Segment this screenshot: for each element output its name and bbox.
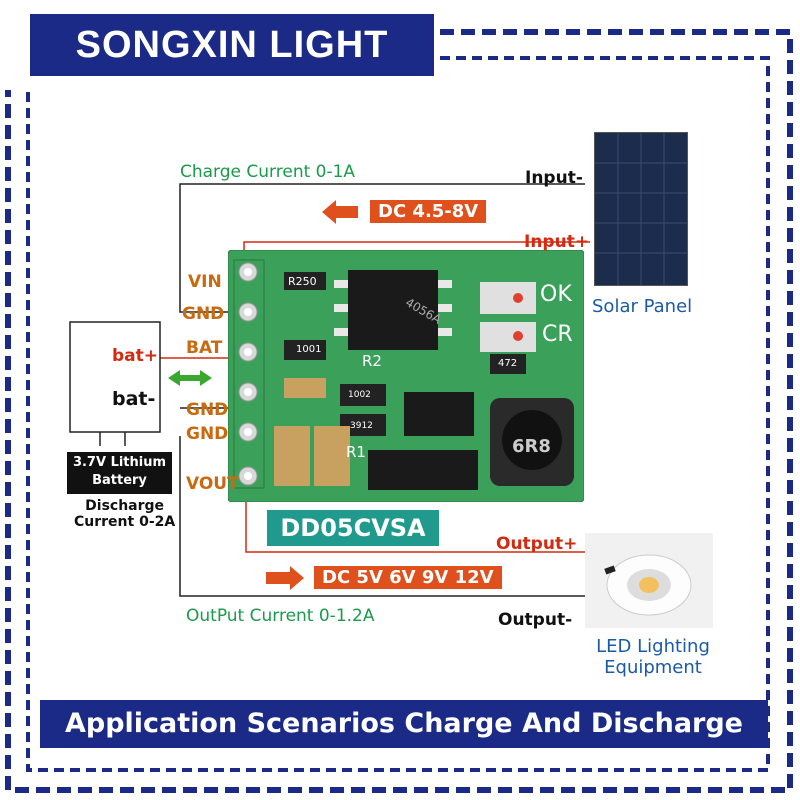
pin-gnd-label-2: GND xyxy=(186,400,228,420)
left-arrow-icon xyxy=(322,200,358,224)
led-label-line2: Equipment xyxy=(592,657,714,678)
pcb-label-1002: 1002 xyxy=(348,390,371,400)
battery-label-line1: 3.7V Lithium xyxy=(67,454,172,472)
pcb-label-6r8: 6R8 xyxy=(512,436,551,457)
footer-title: Application Scenarios Charge And Dischar… xyxy=(40,700,768,748)
pcb-label-ok: OK xyxy=(540,282,572,307)
dc-output-badge: DC 5V 6V 9V 12V xyxy=(314,566,502,589)
output-plus-label: Output+ xyxy=(496,534,577,554)
model-badge: DD05CVSA xyxy=(267,510,439,546)
led-label: LED Lighting Equipment xyxy=(592,636,714,678)
led-light-image xyxy=(585,533,713,628)
battery-box xyxy=(70,322,160,432)
discharge-label-line2: Current 0-2A xyxy=(74,514,175,530)
pcb-label-3912: 3912 xyxy=(350,421,373,431)
output-minus-label: Output- xyxy=(498,610,572,630)
discharge-label: Discharge Current 0-2A xyxy=(74,498,175,530)
pcb-label-1001: 1001 xyxy=(296,344,321,355)
led-light-icon xyxy=(585,533,713,628)
discharge-label-line1: Discharge xyxy=(74,498,175,514)
right-arrow-icon xyxy=(266,566,304,590)
pcb-board xyxy=(228,250,584,502)
bat-minus-label: bat- xyxy=(112,388,155,410)
pin-bat-label: BAT xyxy=(186,338,222,358)
led-label-line1: LED Lighting xyxy=(592,636,714,657)
solar-panel-icon xyxy=(595,133,687,285)
bat-plus-label: bat+ xyxy=(112,346,158,366)
pcb-label-r2: R2 xyxy=(362,352,382,370)
pin-vin-label: VIN xyxy=(188,272,222,292)
pin-vout-label: VOUT xyxy=(186,474,239,494)
output-current-label: OutPut Current 0-1.2A xyxy=(186,606,375,626)
battery-label: 3.7V Lithium Battery xyxy=(67,452,172,494)
pin-gnd-label-3: GND xyxy=(186,424,228,444)
pin-gnd-label-1: GND xyxy=(182,304,224,324)
charge-current-label: Charge Current 0-1A xyxy=(180,162,355,182)
input-plus-label: Input+ xyxy=(524,232,589,252)
solar-panel-image xyxy=(594,132,688,286)
input-minus-label: Input- xyxy=(525,168,583,188)
solar-panel-label: Solar Panel xyxy=(592,296,692,317)
pcb-label-r1: R1 xyxy=(346,443,366,461)
double-arrow-icon xyxy=(168,370,212,386)
dc-input-badge: DC 4.5-8V xyxy=(370,200,486,223)
pcb-label-472: 472 xyxy=(498,358,517,369)
pcb-label-r250: R250 xyxy=(288,275,317,288)
pcb-label-cr: CR xyxy=(542,322,573,347)
battery-label-line2: Battery xyxy=(67,472,172,490)
